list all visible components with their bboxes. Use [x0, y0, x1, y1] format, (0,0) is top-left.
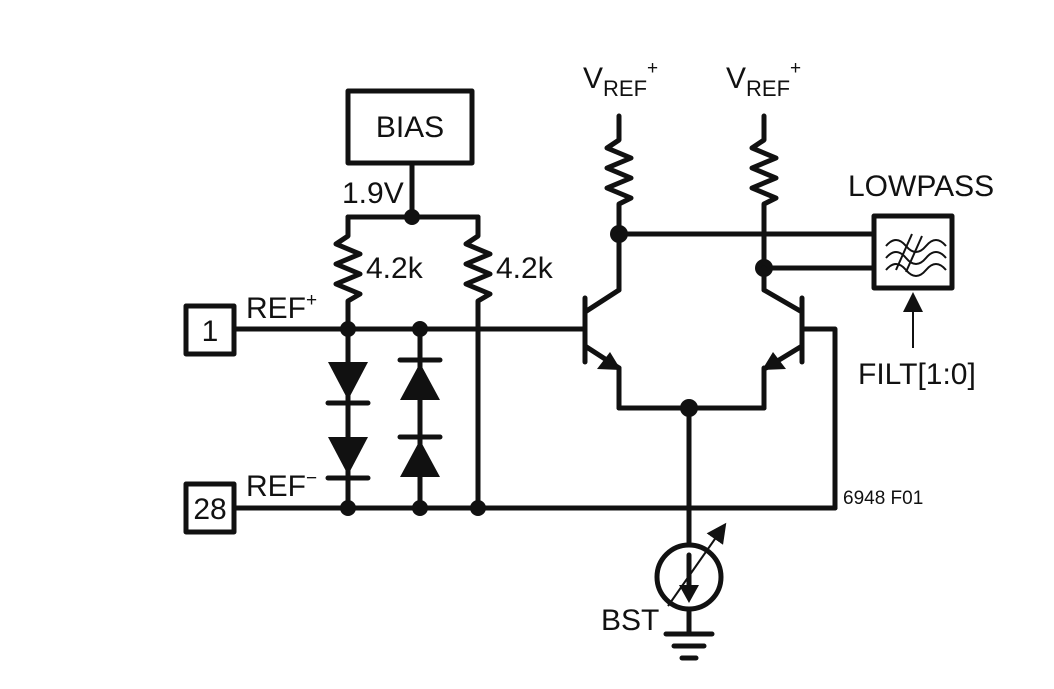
pin-1-label: 1 [202, 315, 219, 348]
transistor-left [582, 231, 622, 411]
diode-stack-up [397, 326, 443, 511]
pin-28-box: 28 [183, 481, 237, 535]
resistor-right [463, 214, 493, 511]
lowpass-filter-icon [871, 213, 955, 291]
diode-stack-down [325, 326, 371, 511]
vref-left-label: VREF+ [583, 58, 658, 101]
lowpass-label: LOWPASS [848, 170, 994, 203]
resistor-right-label: 4.2k [496, 252, 554, 285]
figure-id-label: 6948 F01 [843, 488, 923, 509]
current-source-icon [654, 522, 727, 612]
transistor-right [761, 265, 805, 411]
ref-minus-label: REF− [246, 468, 317, 503]
resistor-left-label: 4.2k [366, 252, 424, 285]
right-base-wire [799, 326, 838, 511]
bst-label: BST [601, 604, 659, 637]
bias-voltage-label: 1.9V [342, 177, 404, 210]
pin-1-box: 1 [183, 303, 237, 357]
ref-plus-label: REF+ [246, 290, 317, 325]
bias-block: BIAS [345, 88, 475, 166]
resistor-left [333, 214, 363, 331]
filt-label: FILT[1:0] [858, 358, 976, 391]
ground-icon [663, 631, 715, 661]
junction-dot [470, 500, 486, 516]
vref-right-label: VREF+ [726, 58, 801, 101]
collector-resistor-left [604, 113, 634, 237]
pin-28-label: 28 [193, 493, 226, 526]
collector-resistor-right [749, 113, 779, 271]
bias-label: BIAS [376, 111, 444, 144]
